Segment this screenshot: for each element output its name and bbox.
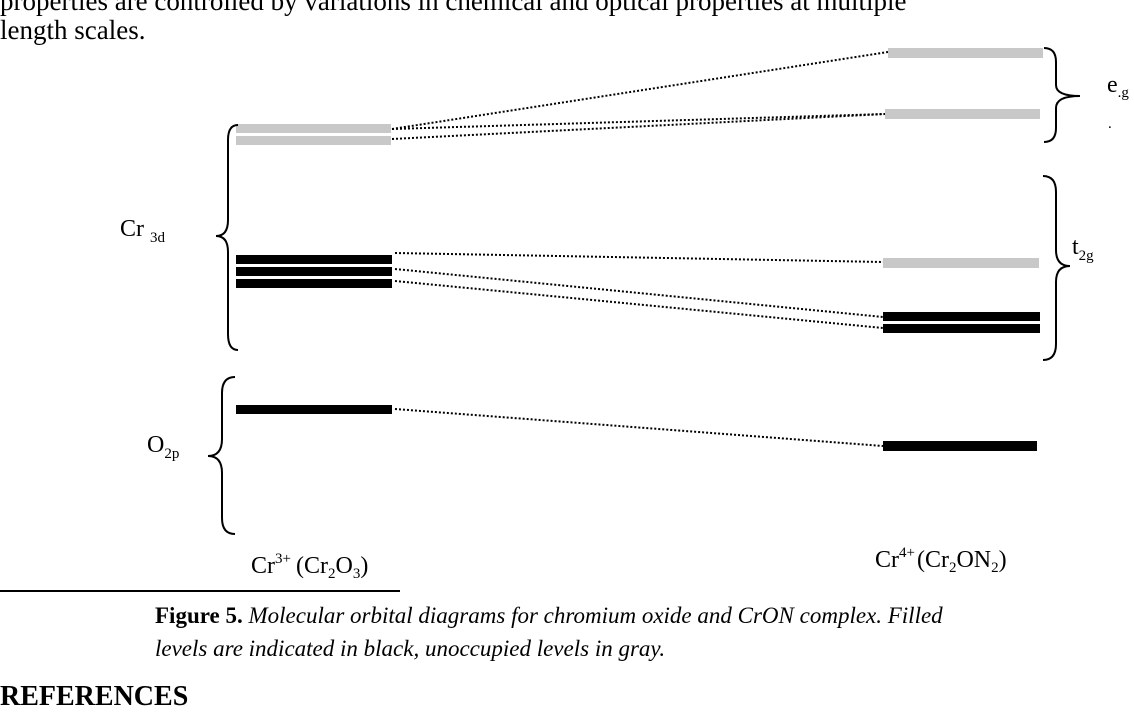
paragraph-line-2: length scales. xyxy=(0,15,146,45)
orbital-connectors xyxy=(391,51,889,447)
label-eg-dot: . xyxy=(1108,116,1112,132)
label-o2p: O2p xyxy=(147,432,179,462)
label-right-species: Cr4+(Cr2ON2) xyxy=(875,545,1007,576)
label-t2g: t2g xyxy=(1072,234,1094,264)
figure-caption-line-1: Figure 5. Molecular orbital diagrams for… xyxy=(155,604,943,627)
connector-o2p xyxy=(394,408,884,447)
right-level-eg-lower xyxy=(885,109,1040,119)
label-eg: e.g xyxy=(1107,72,1129,101)
left-level-t2g-1 xyxy=(236,255,392,264)
brace-cr3d xyxy=(215,124,239,351)
connector-t2g-filled-a xyxy=(394,268,884,318)
right-level-t2g-filled-2 xyxy=(883,324,1040,333)
left-level-eg-upper xyxy=(236,124,391,133)
figure-caption-line-2: levels are indicated in black, unoccupie… xyxy=(155,637,665,660)
left-level-t2g-2 xyxy=(236,267,392,276)
brace-o2p xyxy=(207,376,236,535)
connector-eg-upper xyxy=(391,51,889,130)
right-level-t2g-filled-1 xyxy=(883,312,1040,321)
connector-t2g-gray xyxy=(394,252,884,263)
right-level-o2p xyxy=(883,441,1037,451)
connector-eg-lower-a xyxy=(391,113,886,130)
left-level-o2p xyxy=(236,405,392,414)
label-left-species: Cr3+(Cr2O3) xyxy=(251,551,368,582)
figure-label: Figure 5. xyxy=(155,603,243,628)
right-level-t2g-unoccupied xyxy=(883,258,1039,268)
caption-text-2: levels are indicated in black, unoccupie… xyxy=(155,636,666,661)
references-heading: REFERENCES xyxy=(0,681,189,712)
right-level-eg-upper xyxy=(888,48,1043,58)
connector-t2g-filled-b xyxy=(394,280,884,329)
brace-t2g xyxy=(1042,175,1071,361)
left-level-eg-lower xyxy=(236,136,391,145)
paragraph-line-1: properties are controlled by variations … xyxy=(0,0,907,16)
caption-text-1: Molecular orbital diagrams for chromium … xyxy=(248,603,943,628)
brace-eg xyxy=(1043,47,1081,143)
left-level-t2g-3 xyxy=(236,279,392,288)
footnote-rule xyxy=(0,590,400,592)
